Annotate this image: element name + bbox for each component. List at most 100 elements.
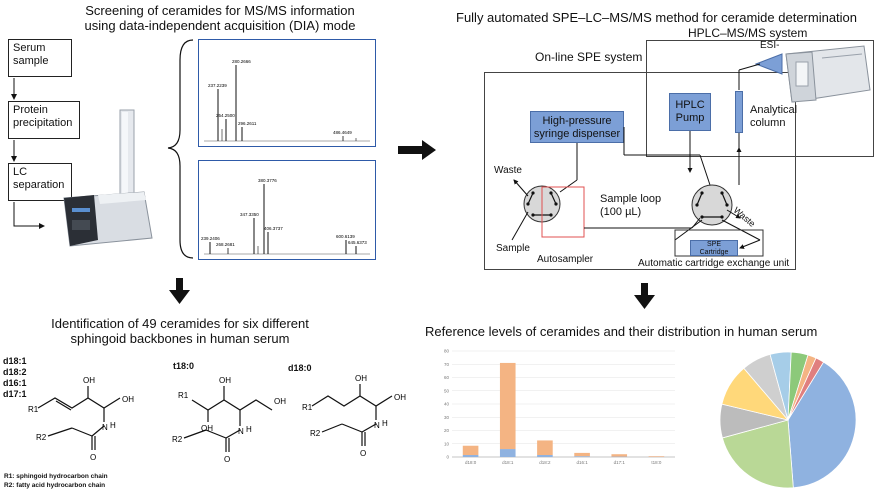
sample-label: Sample — [496, 243, 530, 254]
left-panel-title: Screening of ceramides for MS/MS informa… — [84, 3, 356, 33]
atom-oh: OH — [201, 424, 213, 433]
y-tick-label: 70 — [444, 362, 450, 367]
atom-oh: OH — [219, 376, 231, 385]
peak-label: 296.2611 — [238, 121, 257, 126]
atom-r1: R1 — [28, 405, 39, 414]
ms-spectrum-top — [198, 39, 376, 147]
bar-segment — [462, 455, 479, 457]
atom-o: O — [90, 453, 96, 462]
ms-spectrum-bottom-peaks: 380.3776 347.3350 406.3737 239.2406 268.… — [201, 178, 370, 255]
right-panel-title: Fully automated SPE–LC–MS/MS method for … — [456, 10, 858, 25]
ceramide-bar-chart: 0 10 20 30 40 50 60 70 80 d18:0 d18:1 d18:2 d16:1 d17… — [444, 349, 675, 465]
bar-segment — [499, 449, 516, 457]
atom-n: N — [102, 423, 108, 432]
legend-r1: R1: sphingoid hydrocarbon chain — [4, 473, 108, 480]
peak-label: 237.2239 — [208, 83, 227, 88]
arrow-down-left-icon — [169, 278, 190, 304]
atom-o: O — [360, 449, 366, 458]
bar-segment — [574, 456, 590, 457]
pie-slice — [721, 419, 794, 489]
x-tick-label: t18:0 — [651, 460, 662, 465]
peak-label: 486.4649 — [333, 130, 352, 135]
bar-segment — [574, 452, 590, 457]
atom-h: H — [110, 421, 116, 430]
peak-label: 280.2666 — [232, 59, 251, 64]
step-lc-separation: LC separation — [8, 163, 72, 201]
atom-oh: OH — [394, 393, 406, 402]
legend-r2: R2: fatty acid hydrocarbon chain — [4, 482, 106, 489]
peak-label: 380.3776 — [258, 178, 277, 183]
atom-r2: R2 — [310, 429, 321, 438]
bar-segment — [499, 362, 516, 450]
peak-label: 347.3350 — [240, 212, 259, 217]
arrow-right-icon — [398, 140, 436, 160]
backbone-list-1: d18:1 d18:2 d16:1 d17:1 — [3, 356, 27, 399]
atom-oh: OH — [355, 374, 367, 383]
structure-phytosphingosine: OH OH OH N H O R1 R2 — [172, 376, 286, 464]
atom-o: O — [224, 455, 230, 464]
x-tick-label: d18:1 — [502, 460, 514, 465]
mass-spectrometer-icon — [785, 45, 871, 103]
autosampler-label: Autosampler — [537, 254, 594, 265]
analytical-column — [735, 91, 743, 133]
y-tick-label: 10 — [444, 441, 450, 446]
y-tick-label: 50 — [444, 388, 450, 393]
curly-brace — [167, 39, 194, 259]
y-tick-label: 80 — [444, 349, 450, 354]
bar-segment — [611, 454, 628, 457]
y-tick-label: 30 — [444, 415, 450, 420]
y-tick-label: 0 — [446, 455, 449, 460]
syringe-dispenser: High-pressure syringe dispenser — [530, 111, 624, 143]
ceramide-pie-chart — [719, 351, 857, 489]
arrow-down-right-icon — [634, 283, 655, 309]
atom-r1: R1 — [302, 403, 313, 412]
atom-h: H — [246, 425, 252, 434]
bar-segment — [537, 455, 553, 457]
hplc-system-title: HPLC–MS/MS system — [688, 26, 808, 40]
right-valve — [691, 184, 733, 226]
online-spe-title: On-line SPE system — [535, 50, 643, 64]
hplc-pump: HPLC Pump — [669, 93, 711, 131]
backbone-d18-0: d18:0 — [288, 363, 312, 373]
cartridge-exchange-label: Automatic cartridge exchange unit — [638, 258, 790, 269]
ms-spectrum-top-peaks: 280.2666 237.2239 254.2500 296.2611 486.… — [204, 59, 370, 142]
esi-label: ESI- — [760, 40, 780, 51]
atom-h: H — [382, 419, 388, 428]
atom-r2: R2 — [172, 435, 183, 444]
sample-loop — [541, 186, 585, 238]
step-protein-precipitation: Protein precipitation — [8, 101, 80, 139]
x-tick-label: d18:2 — [539, 460, 551, 465]
online-spe-frame — [484, 72, 796, 270]
peak-label: 254.2500 — [216, 113, 235, 118]
peak-label: 239.2406 — [201, 236, 220, 241]
waste-left-label: Waste — [494, 165, 522, 176]
arrow-lc-to-instrument — [13, 202, 45, 229]
bottom-right-title: Reference levels of ceramides and their … — [425, 324, 818, 339]
x-tick-label: d17:1 — [614, 460, 626, 465]
peak-label: 600.6139 — [336, 234, 355, 239]
y-tick-label: 40 — [444, 402, 450, 407]
y-tick-label: 60 — [444, 375, 450, 380]
structure-sphingenine: OH OH N H O R1 R2 — [28, 376, 134, 462]
hplc-system-frame — [646, 40, 874, 157]
peak-label: 645.6373 — [348, 240, 367, 245]
peak-label: 268.2681 — [216, 242, 235, 247]
step-serum-sample: Serum sample — [8, 39, 72, 77]
atom-oh: OH — [122, 395, 134, 404]
x-tick-label: d16:1 — [576, 460, 588, 465]
esi-source-icon — [754, 53, 783, 75]
peak-label: 406.3737 — [264, 226, 283, 231]
y-tick-label: 20 — [444, 428, 450, 433]
atom-oh: OH — [274, 397, 286, 406]
backbone-t18-0: t18:0 — [173, 361, 195, 371]
bottom-left-title: Identification of 49 ceramides for six d… — [51, 316, 309, 346]
bar-segment — [648, 456, 665, 457]
x-tick-label: d18:0 — [465, 460, 477, 465]
atom-n: N — [374, 421, 380, 430]
analytical-column-label: Analytical column — [750, 104, 798, 129]
bar-segment — [537, 440, 553, 456]
spe-cartridge: SPE Cartridge — [690, 240, 738, 256]
